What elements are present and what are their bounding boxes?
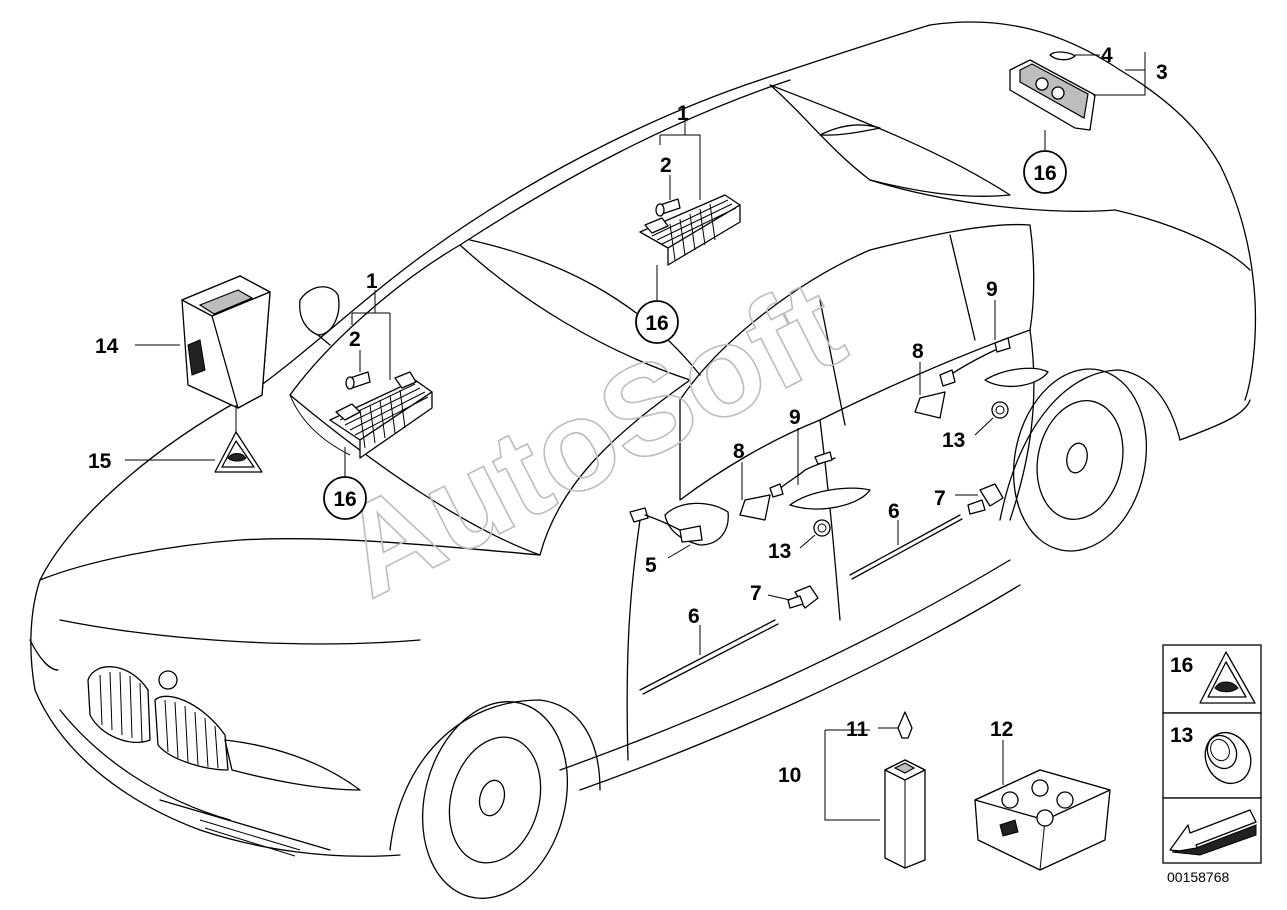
label-16-rear: 16 <box>1033 162 1056 185</box>
label-3: 3 <box>1156 61 1168 84</box>
label-7-rear: 7 <box>934 487 946 510</box>
label-9-rear: 9 <box>986 278 998 301</box>
label-2-front: 2 <box>349 328 361 351</box>
document-number: 00158768 <box>1167 869 1230 885</box>
rear-interior-lamp <box>639 194 741 266</box>
label-11: 11 <box>846 718 869 741</box>
rear-reading-lamp <box>1009 51 1096 131</box>
label-12: 12 <box>990 718 1013 741</box>
front-door-parts <box>629 451 836 546</box>
label-1-front: 1 <box>366 270 378 293</box>
legend-label-16: 16 <box>1170 654 1193 677</box>
arrow-icon <box>1169 809 1257 856</box>
emblem-icon <box>158 670 178 690</box>
rear-door-parts <box>914 337 1011 419</box>
control-box-12 <box>974 769 1111 871</box>
label-14: 14 <box>95 335 119 358</box>
label-6-rear: 6 <box>888 500 900 523</box>
front-interior-lamp <box>329 371 433 459</box>
label-16-mid: 16 <box>645 312 668 335</box>
label-8-front: 8 <box>733 440 745 463</box>
circled-labels-16: 16 16 16 <box>323 150 1067 520</box>
label-9-front: 9 <box>789 406 801 429</box>
front-bulb <box>345 371 371 390</box>
glovebox-lamp-module <box>181 275 271 409</box>
circle-16-rear <box>1023 150 1067 194</box>
leader-lines <box>125 52 1146 821</box>
light-strip-6-front <box>639 619 776 691</box>
part-labels: 1 2 1 2 3 4 5 6 6 7 7 8 8 9 9 10 11 12 1… <box>88 44 1168 787</box>
warning-triangle-icon <box>1199 651 1256 704</box>
label-8-rear: 8 <box>912 340 924 363</box>
label-10: 10 <box>778 764 801 787</box>
label-16-front: 16 <box>333 488 356 511</box>
legend-panel: 16 13 00158768 <box>1162 644 1262 885</box>
label-2-rear: 2 <box>660 154 672 177</box>
label-13-front: 13 <box>768 540 791 563</box>
connector-7-rear <box>967 483 1004 515</box>
legend-label-13: 13 <box>1170 724 1193 747</box>
rear-bulb <box>655 198 681 217</box>
label-1-rear: 1 <box>677 102 689 125</box>
circle-16-front <box>323 476 367 520</box>
car-outline <box>29 21 1257 899</box>
light-strip-6-rear <box>849 514 961 576</box>
bulb-11 <box>897 711 913 739</box>
grommet-icon <box>1204 732 1252 784</box>
module-10 <box>884 759 926 869</box>
label-7-front: 7 <box>750 582 762 605</box>
connector-7-front <box>787 585 819 609</box>
label-6-front: 6 <box>688 605 700 628</box>
watermark-text: AutoSoft <box>318 252 864 625</box>
label-4: 4 <box>1101 44 1113 67</box>
label-15: 15 <box>88 450 112 473</box>
label-13-rear: 13 <box>942 429 965 452</box>
warning-triangle-15 <box>214 431 263 473</box>
grille-slats <box>99 671 219 769</box>
circle-16-mid <box>635 300 679 344</box>
label-5: 5 <box>645 554 657 577</box>
